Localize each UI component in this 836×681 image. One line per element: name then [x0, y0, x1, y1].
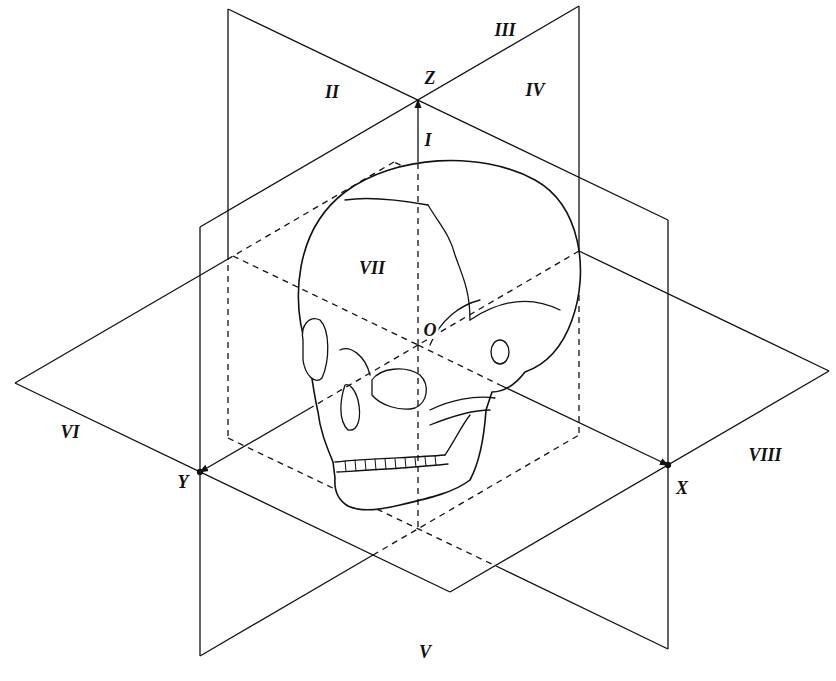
- axis-label: Z: [423, 69, 438, 87]
- axis-arrow: [200, 407, 312, 472]
- axes: [198, 100, 671, 529]
- coronal-suture: [428, 205, 470, 320]
- region-numeral: VI: [58, 423, 81, 441]
- axis-line: [233, 256, 418, 345]
- axis-arrow: [417, 100, 418, 162]
- cheek-line: [340, 349, 370, 375]
- nasal-aperture: [341, 385, 360, 431]
- region-numeral: II: [323, 83, 341, 101]
- hidden-edge: [227, 254, 228, 438]
- plane-edge: [15, 259, 228, 383]
- plane-edge: [496, 566, 668, 649]
- plane-edge: [227, 9, 228, 254]
- region-numeral: VII: [357, 259, 387, 277]
- plane-edge: [667, 220, 668, 649]
- orbit: [302, 319, 327, 381]
- origin-label: O: [422, 321, 439, 339]
- plane-edge: [200, 555, 373, 656]
- mandible-ramus: [445, 415, 470, 455]
- axis-arrow: [500, 385, 668, 465]
- region-numeral: IV: [523, 81, 546, 99]
- axis-line: [418, 345, 500, 385]
- axis-line: [312, 345, 418, 407]
- zygomatic-arch: [430, 410, 490, 425]
- lower-teeth: [337, 464, 448, 472]
- axis-label: Y: [176, 473, 191, 491]
- upper-teeth: [335, 455, 445, 462]
- skull-drawing: [298, 160, 580, 509]
- suture: [345, 198, 428, 205]
- reference-planes: [15, 6, 829, 656]
- axis-line: [417, 162, 418, 345]
- plane-edge: [578, 6, 579, 251]
- region-numeral: III: [492, 21, 517, 39]
- axis-line: [417, 345, 418, 529]
- region-numeral: VIII: [746, 446, 783, 464]
- skull-outline: [298, 160, 580, 509]
- plane-edge: [199, 227, 200, 656]
- region-numeral: V: [417, 643, 433, 661]
- teeth: [345, 456, 436, 471]
- skull-details: [302, 198, 560, 472]
- axis-point: [666, 463, 671, 468]
- plane-edge: [579, 251, 829, 371]
- region-numeral: I: [422, 131, 433, 149]
- axis-label: X: [674, 479, 690, 497]
- plane-edge: [450, 371, 829, 592]
- zygomatic-arch: [430, 397, 495, 410]
- axis-point: [198, 470, 203, 475]
- axis-line: [418, 251, 579, 345]
- ear-opening: [491, 340, 509, 364]
- squamous-suture: [470, 301, 560, 320]
